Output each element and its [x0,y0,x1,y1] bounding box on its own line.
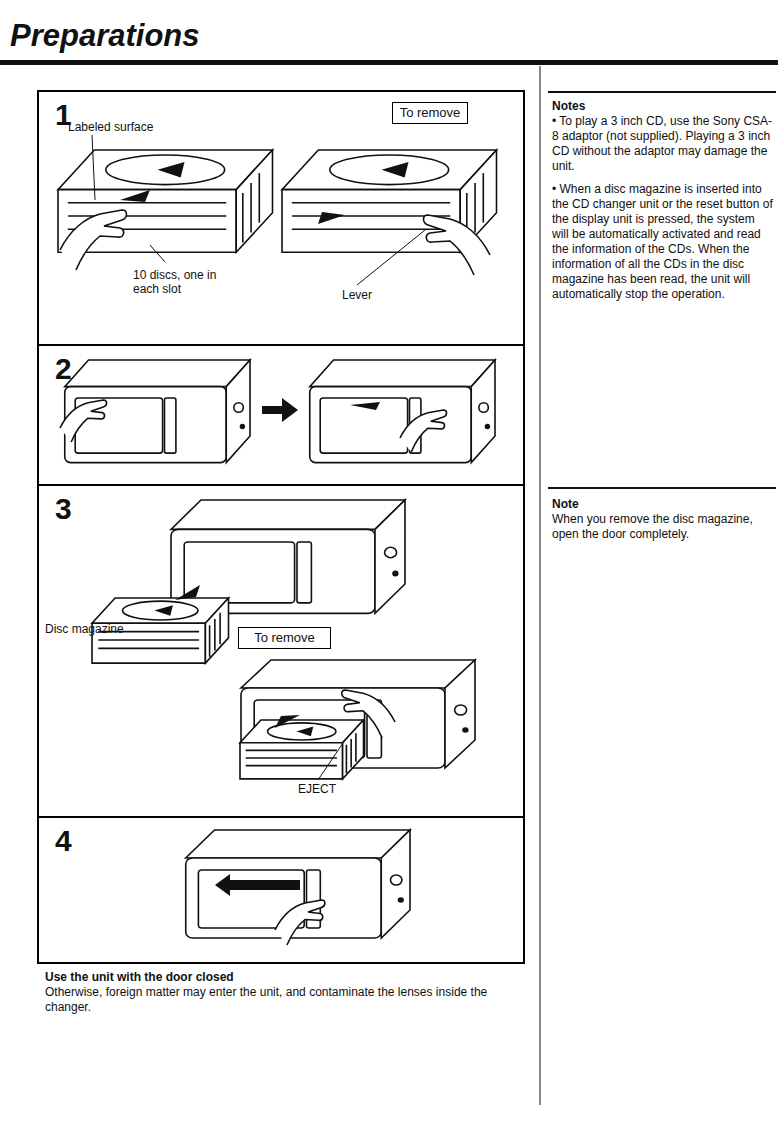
note-text: • When a disc magazine is inserted into … [552,182,774,302]
notes-heading: Note [552,497,772,511]
note-text: • To play a 3 inch CD, use the Sony CSA-… [552,114,774,174]
step-number: 2 [55,352,72,386]
step-number: 3 [55,492,72,526]
warning-heading: Use the unit with the door closed [45,970,525,984]
part-label: Disc magazine [45,622,165,636]
page-title: Preparations [10,18,200,54]
note-text: When you remove the disc magazine, open … [552,512,757,542]
step-number: 4 [55,824,72,858]
part-label: 10 discs, one in each slot [133,268,225,296]
remove-tag: To remove [238,627,331,649]
warning-text: Otherwise, foreign matter may enter the … [45,985,515,1015]
remove-tag: To remove [392,102,468,124]
part-label: EJECT [298,782,358,796]
tag-text: To remove [239,628,330,648]
step-panel: 3 To remove [37,484,525,818]
step-panel: 4 [37,816,525,964]
step-panel: 2 [37,344,525,486]
part-label: Lever [342,288,402,302]
tag-text: To remove [393,103,467,123]
notes-heading: Notes [552,99,772,113]
part-label: Labeled surface [68,120,198,134]
